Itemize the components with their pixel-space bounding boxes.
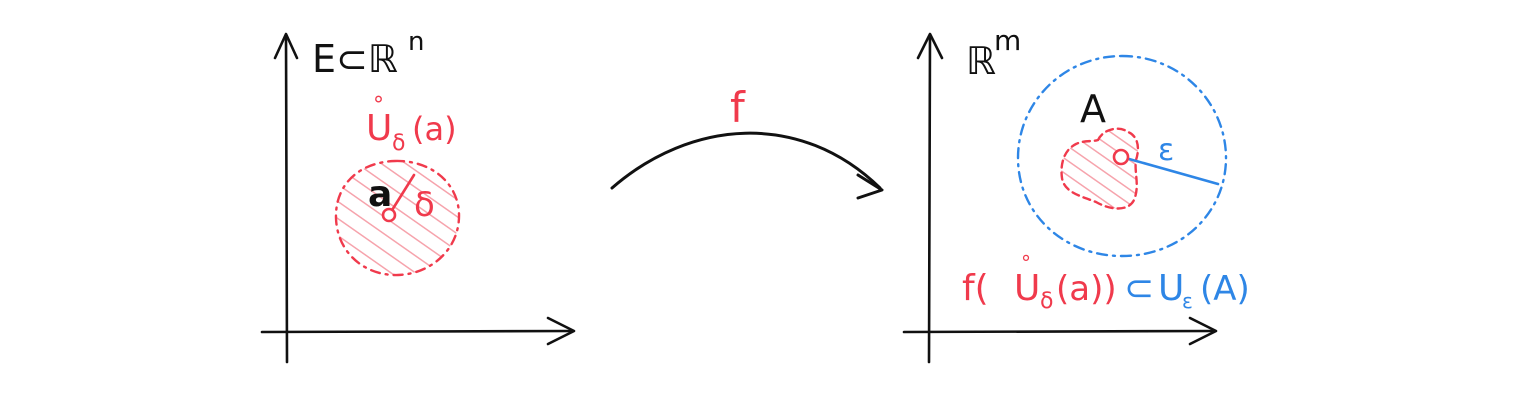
left-neighborhood-sub: δ: [392, 131, 405, 156]
right-point-A: [1112, 148, 1130, 166]
left-axes: [260, 32, 576, 364]
relation-subset-symbol: ⊂: [1124, 268, 1154, 309]
right-space-label: ℝ: [966, 39, 996, 83]
relation-red-base: U: [1014, 268, 1040, 309]
relation-blue-base: U: [1158, 268, 1184, 309]
left-neighborhood-base: U: [366, 108, 392, 149]
left-x-axis: [260, 329, 574, 334]
relation-blue-sub: ε: [1182, 289, 1193, 313]
left-radius-label: δ: [414, 185, 435, 225]
relation-red-sub: δ: [1040, 289, 1053, 314]
right-y-arrowhead: [916, 32, 944, 60]
left-y-axis: [284, 33, 289, 364]
map-arrowhead: [856, 173, 884, 200]
right-radius-label: ε: [1158, 133, 1174, 168]
left-y-arrowhead: [273, 32, 299, 60]
relation-blue-arg: (A): [1200, 269, 1250, 309]
right-epsilon-neighborhood: [1016, 54, 1228, 258]
left-neighborhood-ring: °: [373, 93, 384, 118]
right-panel: ℝ m ε A f( ° U δ (a)) ⊂ U ε (A): [902, 24, 1250, 364]
left-point-label: a: [368, 174, 392, 215]
left-x-arrowhead: [546, 316, 576, 346]
right-relation-label: f( ° U δ (a)) ⊂ U ε (A): [962, 251, 1250, 314]
relation-red-ring: °: [1021, 251, 1031, 275]
map-arc: [610, 131, 882, 190]
left-neighborhood-label: ° U δ (a): [366, 93, 457, 156]
relation-red-prefix: f(: [962, 268, 989, 309]
right-point-label: A: [1080, 87, 1106, 131]
relation-red-suffix: (a)): [1056, 269, 1117, 309]
right-x-axis: [902, 329, 1216, 334]
left-delta-neighborhood: [334, 159, 461, 277]
right-axes: [902, 32, 1218, 364]
map-label: f: [730, 83, 746, 132]
right-x-arrowhead: [1188, 316, 1218, 346]
map-arrow: f: [610, 83, 884, 200]
left-panel: E⊂ℝ n ° U δ (a) a δ: [260, 27, 576, 364]
left-radius-line: [387, 173, 416, 217]
right-image-region: [1060, 127, 1140, 210]
left-neighborhood-arg: (a): [412, 110, 457, 148]
left-space-exponent: n: [408, 27, 424, 57]
left-space-label: E⊂ℝ: [312, 37, 398, 81]
right-y-axis: [927, 33, 932, 364]
left-point-a: [381, 207, 397, 223]
right-radius-line: [1120, 155, 1220, 186]
right-space-exponent: m: [994, 24, 1021, 57]
